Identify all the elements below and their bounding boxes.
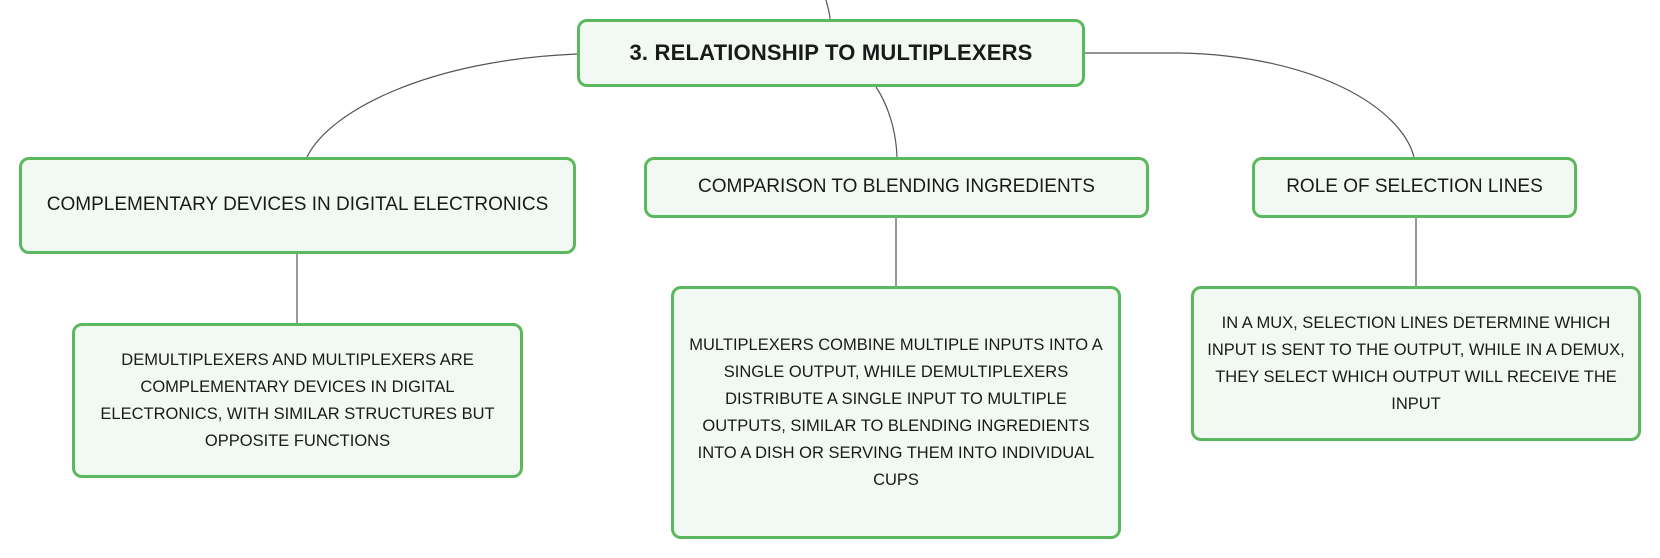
leaf-node-blending-detail[interactable]: MULTIPLEXERS COMBINE MULTIPLE INPUTS INT… bbox=[671, 286, 1121, 539]
branch-node-complementary-devices[interactable]: COMPLEMENTARY DEVICES IN DIGITAL ELECTRO… bbox=[19, 157, 576, 254]
leaf-node-complementary-detail[interactable]: DEMULTIPLEXERS AND MULTIPLEXERS ARE COMP… bbox=[72, 323, 523, 478]
edge-root-to-complementary bbox=[306, 53, 578, 158]
leaf-node-text: MULTIPLEXERS COMBINE MULTIPLE INPUTS INT… bbox=[689, 335, 1103, 489]
leaf-node-selection-detail[interactable]: IN A MUX, SELECTION LINES DETERMINE WHIC… bbox=[1191, 286, 1641, 441]
leaf-node-text: DEMULTIPLEXERS AND MULTIPLEXERS ARE COMP… bbox=[100, 350, 495, 450]
edge-root-to-selection bbox=[1085, 52, 1415, 158]
edge-root-to-comparison bbox=[875, 86, 898, 158]
root-node-label: 3. RELATIONSHIP TO MULTIPLEXERS bbox=[629, 40, 1033, 65]
branch-node-selection-lines[interactable]: ROLE OF SELECTION LINES bbox=[1252, 157, 1577, 218]
edge-parent-to-root bbox=[825, 0, 831, 20]
branch-node-label: COMPARISON TO BLENDING INGREDIENTS bbox=[698, 176, 1095, 198]
branch-node-label: COMPLEMENTARY DEVICES IN DIGITAL ELECTRO… bbox=[46, 194, 549, 216]
leaf-node-text: IN A MUX, SELECTION LINES DETERMINE WHIC… bbox=[1207, 313, 1625, 413]
root-node[interactable]: 3. RELATIONSHIP TO MULTIPLEXERS bbox=[577, 19, 1085, 87]
branch-node-label: ROLE OF SELECTION LINES bbox=[1286, 176, 1543, 198]
branch-node-comparison-blending[interactable]: COMPARISON TO BLENDING INGREDIENTS bbox=[644, 157, 1149, 218]
